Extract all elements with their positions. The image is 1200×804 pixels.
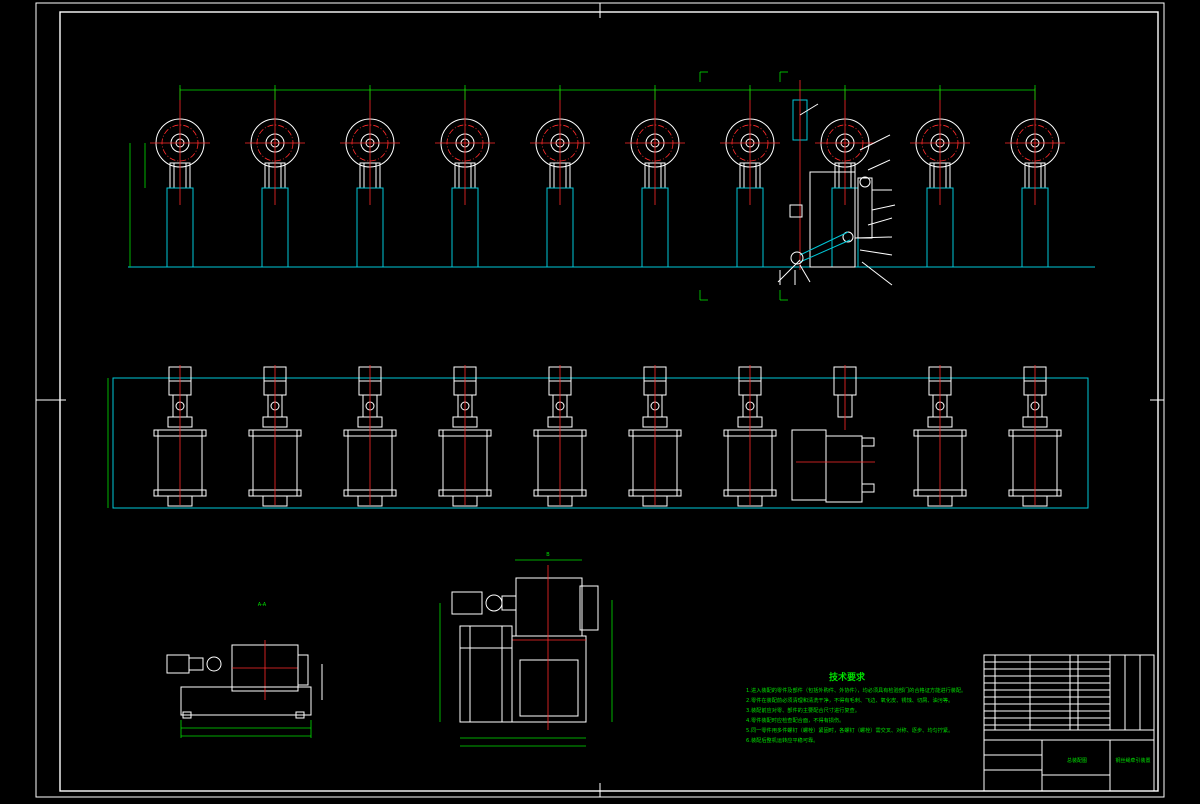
plan-view-frame: [107, 377, 1089, 509]
side-view-b: B: [439, 552, 613, 747]
plan-station: [913, 365, 967, 507]
front-station: [625, 88, 685, 268]
lever-mechanism-detail: [779, 80, 873, 285]
plan-station: [153, 365, 207, 507]
centering-marks: [36, 3, 1164, 797]
plan-view-stations: [153, 365, 1062, 507]
tech-requirement-line: 5.同一零件用多件螺钉（螺栓）紧固时，各螺钉（螺栓）需交叉、对称、逐步、均匀拧紧…: [746, 726, 953, 734]
front-station: [815, 88, 875, 268]
plan-station: [833, 365, 857, 430]
front-station: [1005, 88, 1065, 268]
title-block-texts: 总装配图 钢丝绳牵引装置: [1067, 757, 1151, 764]
front-station: [435, 88, 495, 268]
tech-requirement-line: 1.进入装配的零件及部件（包括外购件、外协件），均必须具有检验部门的合格证方能进…: [746, 686, 966, 694]
top-dimension-chain: [129, 85, 1036, 267]
tech-requirement-line: 6.装配后整机运转应平稳可靠。: [746, 736, 818, 744]
leader-line: [871, 204, 896, 211]
plan-station: [438, 365, 492, 507]
front-station: [245, 88, 305, 268]
front-station: [340, 88, 400, 268]
leader-line: [777, 259, 801, 283]
leader-line: [867, 217, 893, 226]
leader-line: [867, 159, 891, 171]
title-block-drawing-name: 钢丝绳牵引装置: [1115, 757, 1150, 764]
front-station: [530, 88, 590, 268]
plan-special-station: [791, 429, 875, 503]
plan-station: [723, 365, 777, 507]
tech-requirement-line: 3.装配前应对零、部件的主要配合尺寸进行复查。: [746, 706, 860, 714]
view-a-label: A-A: [258, 602, 267, 608]
leader-line: [859, 249, 893, 256]
leader-line: [854, 236, 893, 239]
plan-station: [248, 365, 302, 507]
plan-station: [343, 365, 397, 507]
part-leader-lines: [777, 103, 896, 286]
technical-requirements: 技术要求 1.进入装配的零件及部件（包括外购件、外协件），均必须具有检验部门的合…: [746, 671, 966, 744]
front-station: [720, 88, 780, 268]
title-block-material: 总装配图: [1067, 757, 1087, 764]
front-view-stations: [150, 88, 1065, 268]
front-station: [910, 88, 970, 268]
sheet-inner-border: [59, 11, 1159, 792]
plan-station: [1008, 365, 1062, 507]
tech-requirement-line: 2.零件在装配前必须清理和清洗干净，不得有毛刺、飞边、氧化皮、锈蚀、切屑、油污等…: [746, 696, 953, 704]
leader-line: [859, 134, 891, 151]
tech-requirements-title: 技术要求: [829, 671, 866, 683]
plan-station: [533, 365, 587, 507]
front-station: [150, 88, 210, 268]
plan-station: [628, 365, 682, 507]
title-block: [983, 654, 1155, 792]
section-cut-marks: [699, 71, 788, 301]
side-view-a: A-A: [166, 602, 323, 738]
leader-line: [799, 264, 811, 283]
tech-requirement-line: 4.零件装配时应检查配合面，不得有损伤。: [746, 716, 844, 724]
leader-line: [861, 261, 893, 286]
leader-line: [799, 103, 819, 116]
view-b-label: B: [546, 552, 550, 558]
